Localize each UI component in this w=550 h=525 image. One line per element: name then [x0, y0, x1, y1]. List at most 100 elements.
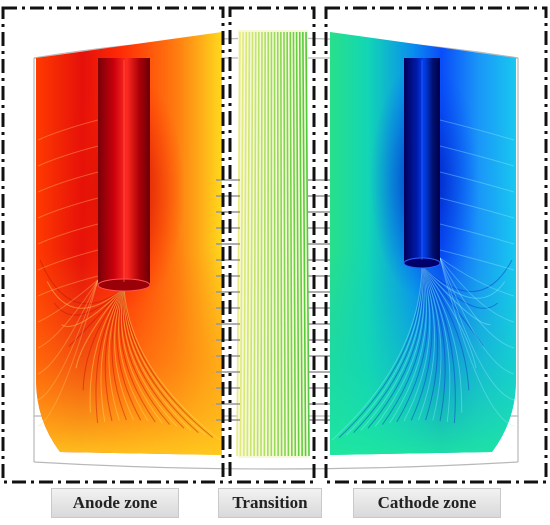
transition-streamline	[286, 31, 290, 457]
cathode-streamline	[421, 265, 477, 369]
cathode-streamline	[346, 265, 423, 436]
anode-streamline	[39, 259, 125, 305]
anode-field-bottom	[36, 250, 222, 455]
anode-streamline	[123, 287, 192, 431]
transition-streamline	[283, 31, 286, 457]
anode-streamline	[46, 281, 125, 309]
anode-streamline	[37, 119, 99, 141]
transition-streamline	[292, 31, 297, 457]
transition-streamline	[249, 31, 254, 457]
anode-streamline	[104, 287, 125, 422]
cathode-streamline	[331, 265, 423, 441]
anode-streamline	[89, 287, 125, 413]
anode-streamline	[37, 279, 99, 401]
anode-streamline	[37, 223, 99, 245]
cathode-streamline	[421, 265, 456, 424]
anode-streamline	[114, 287, 135, 421]
cathode-streamline	[421, 265, 491, 326]
anode-streamline	[37, 249, 99, 271]
cathode-streamline	[439, 257, 515, 427]
cathode-streamline	[439, 171, 515, 193]
cathode-streamline	[439, 119, 515, 141]
cathode-streamline	[421, 265, 498, 309]
anode-streamline	[61, 287, 125, 327]
anode-streamline	[111, 287, 127, 421]
transition-streamline	[298, 31, 303, 457]
anode-streamline	[121, 287, 170, 425]
cathode-streamline	[421, 265, 439, 421]
cathode-streamline	[360, 265, 424, 431]
anode-streamlines	[37, 119, 221, 441]
anode-zone-label: Anode zone	[51, 488, 179, 518]
cathode-streamline	[439, 197, 515, 219]
anode-streamline	[108, 287, 125, 421]
anode-streamline	[37, 197, 99, 219]
anode-streamline	[37, 171, 99, 193]
anode-streamline	[123, 287, 185, 429]
anode-streamline	[123, 287, 199, 434]
cathode-zone-frame	[324, 6, 548, 484]
transition-streamlines	[236, 31, 310, 457]
anode-streamline	[116, 287, 142, 421]
anode-streamline	[75, 287, 125, 369]
cathode-streamline	[389, 265, 427, 424]
anode-streamline	[68, 287, 125, 347]
cathode-streamline	[338, 265, 423, 438]
cathode-streamline	[439, 223, 515, 245]
cathode-streamline	[439, 249, 515, 271]
cathode-streamline	[403, 265, 431, 422]
cathode-zone-label: Cathode zone	[353, 488, 501, 518]
cathode-electrode-icon	[403, 58, 441, 269]
cathode-field-bottom	[330, 250, 516, 455]
anode-streamline	[120, 287, 163, 424]
anode-streamline	[118, 287, 149, 422]
anode-streamline	[37, 279, 99, 427]
transition-streamline	[253, 31, 257, 457]
cathode-streamline	[439, 145, 515, 167]
transition-zone-label: Transition	[218, 488, 322, 518]
transition-zone-frame	[228, 6, 316, 484]
cathode-streamline	[421, 265, 506, 299]
transition-streamline	[239, 31, 244, 457]
cathode-streamline	[421, 265, 470, 391]
cathode-streamline	[439, 257, 515, 375]
cathode-streamline	[439, 257, 515, 349]
cathode-streamline	[421, 265, 484, 347]
cathode-streamline	[439, 257, 515, 401]
transition-streamline	[295, 31, 300, 457]
cathode-streamline	[439, 257, 515, 323]
anode-streamline	[123, 287, 206, 436]
cathode-streamline	[417, 265, 436, 421]
anode-zone-frame	[1, 6, 225, 484]
anode-streamline	[123, 287, 221, 441]
cathode-streamline	[421, 265, 446, 422]
membrane-ticks	[216, 179, 332, 421]
transition-streamline	[305, 31, 310, 457]
anode-streamline	[119, 287, 156, 423]
anode-streamline	[53, 287, 125, 316]
anode-streamline	[122, 287, 178, 427]
transition-streamline	[243, 31, 248, 457]
anode-streamline	[100, 287, 125, 422]
cathode-streamline	[374, 265, 425, 427]
transition-streamline	[260, 31, 263, 457]
cathode-streamline	[421, 259, 513, 292]
anode-electrode-icon	[97, 58, 151, 292]
anode-streamline	[95, 287, 125, 424]
anode-streamline	[37, 279, 99, 349]
anode-streamline	[37, 145, 99, 167]
transition-streamline	[256, 31, 260, 457]
anode-streamline	[82, 287, 125, 391]
anode-streamline	[37, 279, 99, 323]
transition-streamline	[302, 31, 307, 457]
cathode-streamline	[353, 265, 423, 433]
transition-streamline	[289, 31, 293, 457]
cathode-streamlines	[331, 119, 515, 441]
cathode-streamline	[381, 265, 426, 425]
transition-streamline	[263, 31, 266, 457]
cathode-streamline	[421, 265, 451, 422]
cathode-streamline	[396, 265, 429, 423]
anode-streamline	[123, 287, 214, 438]
